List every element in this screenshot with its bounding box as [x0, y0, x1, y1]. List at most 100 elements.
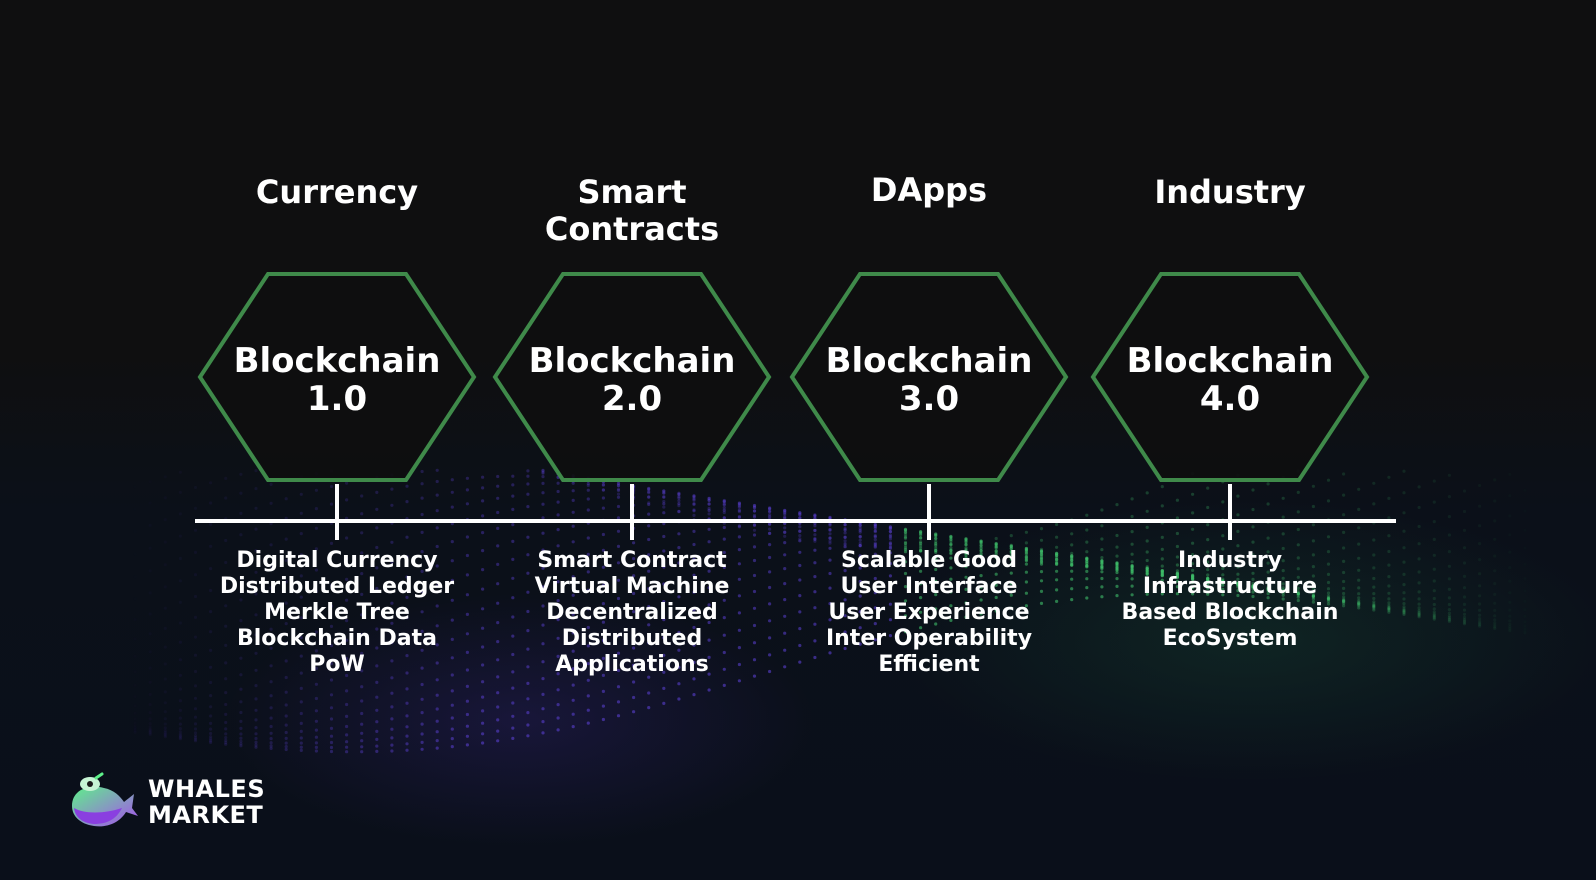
- wave-dot: [1372, 606, 1376, 610]
- wave-dot: [314, 709, 318, 713]
- wave-dot: [677, 630, 681, 635]
- wave-dot: [1387, 605, 1391, 609]
- feature-item: Infrastructure: [1142, 574, 1318, 599]
- wave-dot: [178, 556, 182, 561]
- wave-dot: [360, 651, 364, 656]
- wave-dot: [1402, 609, 1406, 613]
- wave-dot: [707, 655, 711, 660]
- wave-dot: [1145, 509, 1149, 513]
- wave-dot: [1342, 599, 1346, 603]
- wave-dot: [1055, 553, 1059, 558]
- wave-dot: [616, 561, 621, 565]
- wave-dot: [435, 624, 439, 628]
- wave-dot: [768, 513, 772, 517]
- wave-dot: [632, 574, 636, 578]
- wave-dot: [1372, 592, 1376, 596]
- wave-dot: [586, 482, 590, 486]
- wave-dot: [1357, 507, 1361, 511]
- wave-dot: [193, 506, 198, 510]
- wave-dot: [1130, 584, 1134, 588]
- wave-dot: [178, 687, 182, 691]
- wave-dot: [1508, 579, 1512, 583]
- wave-dot: [1417, 590, 1421, 594]
- wave-dot: [1281, 593, 1285, 597]
- wave-dot: [269, 627, 273, 631]
- wave-dot: [163, 710, 167, 714]
- wave-dot: [783, 648, 787, 652]
- wave-dot: [1055, 562, 1059, 566]
- wave-dot: [450, 598, 454, 602]
- wave-dot: [1281, 569, 1285, 573]
- wave-dot: [1024, 546, 1028, 551]
- wave-dot: [888, 542, 893, 546]
- wave-dot: [616, 484, 621, 488]
- wave-dot: [360, 711, 364, 716]
- wave-dot: [1160, 573, 1164, 577]
- wave-dot: [873, 541, 877, 545]
- wave-dot: [919, 596, 923, 600]
- wave-dot: [586, 607, 590, 611]
- wave-dot: [193, 684, 198, 688]
- wave-dot: [541, 548, 545, 552]
- wave-dot: [919, 545, 923, 549]
- wave-dot: [571, 667, 575, 671]
- wave-dot: [148, 692, 152, 697]
- wave-dot: [375, 566, 379, 570]
- wave-dot: [360, 731, 364, 735]
- wave-dot: [1342, 597, 1346, 601]
- wave-dot: [1311, 594, 1315, 598]
- wave-dot: [616, 714, 621, 718]
- wave-dot: [994, 542, 998, 547]
- wave-dot: [1311, 594, 1315, 598]
- wave-dot: [299, 711, 303, 716]
- wave-dot: [616, 492, 621, 496]
- wave-dot: [571, 510, 575, 514]
- wave-dot: [299, 616, 303, 620]
- wave-dot: [828, 522, 832, 526]
- wave-dot: [1130, 530, 1134, 534]
- wave-dot: [1024, 556, 1028, 560]
- feature-item: Smart Contract: [537, 548, 727, 573]
- wave-dot: [1508, 627, 1512, 631]
- wave-dot: [465, 476, 469, 480]
- wave-dot: [1085, 561, 1089, 565]
- wave-dot: [964, 548, 968, 552]
- wave-dot: [722, 510, 726, 515]
- wave-dot: [1191, 511, 1195, 515]
- wave-dot: [390, 676, 394, 680]
- wave-dot: [148, 722, 152, 726]
- wave-dot: [1342, 591, 1346, 596]
- wave-dot: [481, 721, 485, 725]
- wave-dot: [1432, 616, 1436, 620]
- wave-dot: [949, 537, 953, 541]
- wave-dot: [299, 745, 303, 749]
- wave-dot: [1462, 615, 1467, 619]
- wave-dot: [329, 726, 334, 731]
- wave-dot: [1039, 556, 1044, 560]
- hex-label-4-line1: Blockchain: [1126, 341, 1334, 381]
- wave-dot: [692, 557, 696, 561]
- wave-dot: [692, 643, 696, 647]
- wave-dot: [647, 490, 651, 494]
- wave-dot: [616, 578, 621, 582]
- wave-dot: [284, 730, 288, 735]
- wave-dot: [1221, 579, 1225, 583]
- wave-dot: [934, 543, 938, 547]
- wave-dot: [1024, 558, 1028, 562]
- wave-dot: [571, 524, 575, 528]
- wave-dot: [390, 581, 394, 585]
- wave-dot: [813, 537, 817, 542]
- wave-dot: [903, 528, 908, 532]
- wave-dot: [1281, 588, 1285, 592]
- wave-dot: [964, 551, 968, 556]
- wave-dot: [1175, 585, 1179, 589]
- wave-dot: [1160, 574, 1164, 578]
- wave-dot: [1432, 617, 1436, 621]
- wave-dot: [224, 712, 228, 717]
- wave-dot: [1009, 555, 1013, 559]
- hex-label-3-line1: Blockchain: [825, 341, 1033, 381]
- wave-dot: [209, 727, 213, 731]
- wave-dot: [254, 726, 258, 730]
- wave-dot: [768, 585, 772, 590]
- wave-dot: [345, 598, 349, 602]
